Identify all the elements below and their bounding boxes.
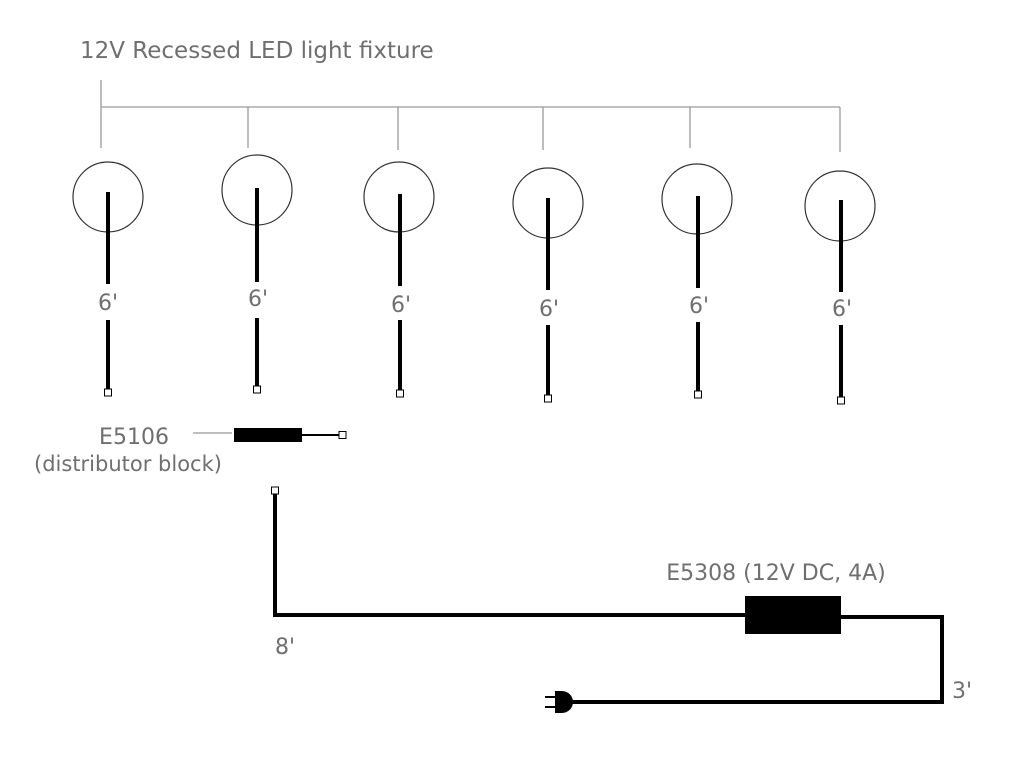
power-plug-icon [545, 691, 573, 713]
fixture-cable-length: 6' [248, 287, 268, 312]
main-cable-length: 8' [275, 635, 295, 660]
distributor-part-number: E5106 [99, 425, 169, 450]
fixture-connector-icon [544, 394, 552, 403]
distributor-connector-icon [338, 431, 347, 439]
distributor-block: E5106 (distributor block) [34, 425, 347, 476]
power-supply-circuit: 8' E5308 (12V DC, 4A) 3' [271, 486, 972, 713]
title-leader-lines [100, 80, 841, 152]
light-fixture-3: 6' [363, 161, 435, 398]
power-supply-part-number: E5308 (12V DC, 4A) [666, 561, 885, 586]
fixture-cable-length: 6' [98, 291, 118, 316]
fixture-cable-length: 6' [391, 293, 411, 318]
fixture-connector-icon [694, 390, 702, 399]
fixture-connector-icon [104, 388, 112, 397]
fixture-cable-length: 6' [832, 297, 852, 322]
plug-cable [568, 615, 944, 704]
power-supply-body [745, 596, 841, 634]
light-fixture-2: 6' [221, 154, 293, 394]
light-fixture-1: 6' [72, 161, 144, 397]
light-fixture-5: 6' [661, 163, 733, 399]
main-cable-connector-icon [271, 486, 279, 495]
plug-cable-length: 3' [952, 679, 972, 704]
fixture-cable-length: 6' [689, 294, 709, 319]
fixture-connector-icon [396, 389, 404, 398]
light-fixture-4: 6' [512, 167, 584, 403]
fixture-cable-length: 6' [539, 297, 559, 322]
diagram-title: 12V Recessed LED light fixture [80, 38, 434, 64]
distributor-description: (distributor block) [34, 452, 222, 476]
main-cable [273, 494, 745, 617]
light-fixture-6: 6' [804, 170, 876, 405]
fixture-connector-icon [837, 396, 845, 405]
fixture-connector-icon [253, 385, 261, 394]
distributor-block-body [234, 428, 302, 442]
